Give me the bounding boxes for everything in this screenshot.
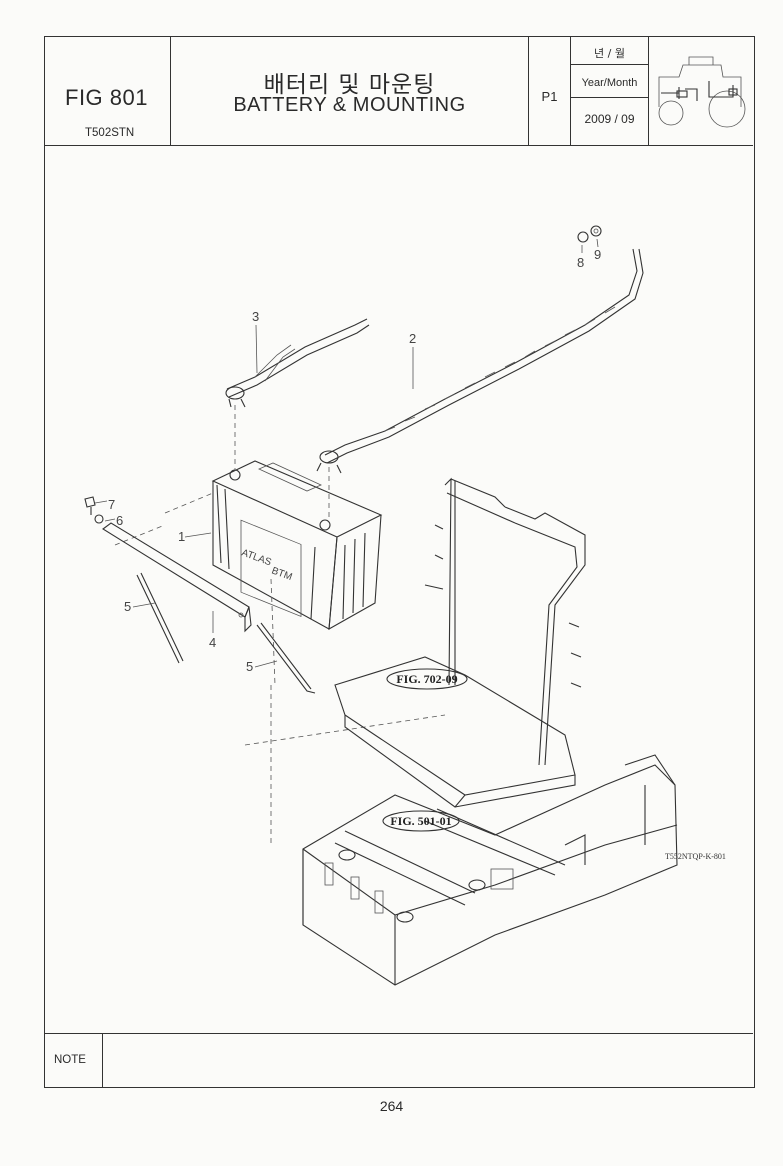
fig-cell: FIG 801 T502STN xyxy=(45,37,171,145)
tractor-thumbnail xyxy=(649,37,753,145)
bolt-7 xyxy=(84,496,96,515)
divider xyxy=(571,64,648,65)
figure-ref-501-label: FIG. 501-01 xyxy=(390,814,451,828)
page-number: 264 xyxy=(379,1098,404,1114)
callout-2: 2 xyxy=(409,331,416,346)
parts-drawing: ATLAS BTM xyxy=(84,225,726,986)
title-english: BATTERY & MOUNTING xyxy=(233,94,466,116)
bolt-6 xyxy=(94,514,104,524)
battery-mark: BTM xyxy=(270,565,294,583)
date-cell: 년 / 월 Year/Month 2009 / 09 xyxy=(571,37,649,145)
tractor-thumbnail-icon xyxy=(658,56,746,128)
callouts: 1 2 3 4 5 5 6 7 8 9 xyxy=(94,238,601,674)
battery-bracket-4 xyxy=(102,522,252,633)
battery-cable-2 xyxy=(316,248,644,474)
callout-8: 8 xyxy=(577,255,584,270)
callout-4: 4 xyxy=(209,635,216,650)
battery-1: ATLAS BTM xyxy=(211,460,383,630)
callout-7: 7 xyxy=(108,497,115,512)
page-code: P1 xyxy=(541,89,558,104)
callout-5b: 5 xyxy=(246,659,253,674)
hold-rod-5b xyxy=(256,622,316,694)
washer-9 xyxy=(590,225,602,237)
callout-5: 5 xyxy=(124,599,131,614)
date-label-english: Year/Month xyxy=(581,77,638,89)
figure-ref-501: FIG. 501-01 xyxy=(382,810,460,832)
drawing-code: T552NTQP-K-801 xyxy=(665,852,726,861)
model-code: T502STN xyxy=(85,127,135,139)
figure-number: FIG 801 xyxy=(65,85,148,110)
callout-1: 1 xyxy=(178,529,185,544)
title-cell: 배터리 및 마운팅 BATTERY & MOUNTING xyxy=(171,37,529,145)
date-value: 2009 / 09 xyxy=(584,112,635,126)
page-frame: FIG 801 T502STN 배터리 및 마운팅 BATTERY & MOUN… xyxy=(44,36,755,1088)
figure-ref-702: FIG. 702-09 xyxy=(386,668,468,690)
battery-tray-frame xyxy=(334,477,586,808)
figure-ref-702-label: FIG. 702-09 xyxy=(396,672,457,686)
battery-cable-3 xyxy=(225,318,370,408)
title-korean: 배터리 및 마운팅 xyxy=(263,72,436,98)
battery-brand: ATLAS xyxy=(240,547,273,568)
nut-8 xyxy=(577,231,589,243)
tractor-chassis xyxy=(302,754,678,986)
note-label: NOTE xyxy=(54,1054,86,1066)
note-label-cell: NOTE xyxy=(45,1034,103,1087)
title-block: FIG 801 T502STN 배터리 및 마운팅 BATTERY & MOUN… xyxy=(45,37,753,146)
date-label-korean: 년 / 월 xyxy=(594,47,625,60)
note-row: NOTE xyxy=(45,1033,753,1087)
divider xyxy=(571,97,648,98)
callout-6: 6 xyxy=(116,513,123,528)
callout-3: 3 xyxy=(252,309,259,324)
page-code-cell: P1 xyxy=(529,37,571,145)
callout-9: 9 xyxy=(594,247,601,262)
hold-rod-5 xyxy=(136,572,184,664)
